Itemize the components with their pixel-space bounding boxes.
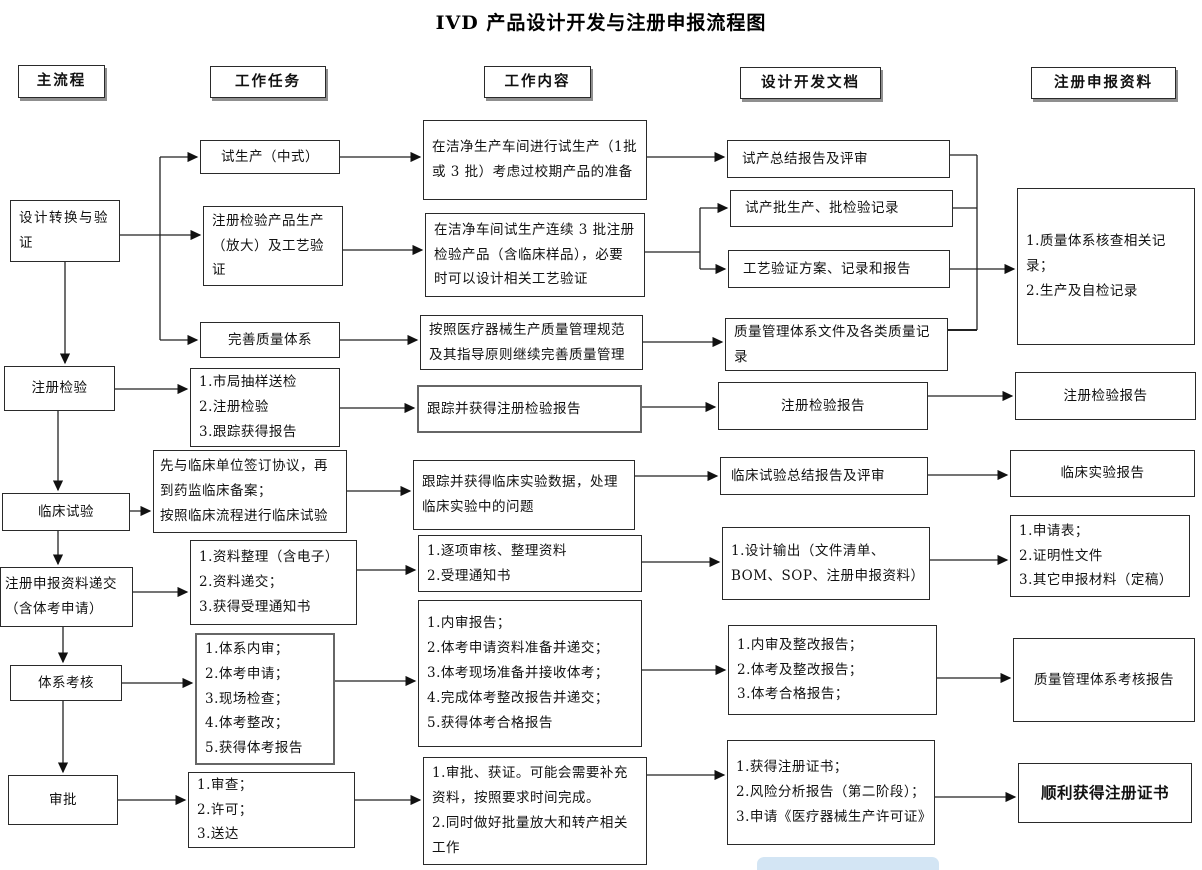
node-registration-inspection: 注册检验: [4, 366, 115, 411]
doc-qms-documents: 质量管理体系文件及各类质量记录: [725, 318, 948, 371]
content-track-inspection: 跟踪并获得注册检验报告: [417, 385, 642, 433]
task-dossier-steps: 1.资料整理（含电子） 2.资料递交； 3.获得受理通知书: [190, 540, 357, 625]
material-qms-records: 1.质量体系核查相关记录； 2.生产及自检记录: [1017, 188, 1195, 345]
node-design-transfer: 设计转换与验证: [10, 200, 120, 262]
doc-pilot-report: 试产总结报告及评审: [727, 140, 950, 178]
doc-process-validation: 工艺验证方案、记录和报告: [728, 250, 950, 288]
content-clinical-data: 跟踪并获得临床实验数据，处理临床实验中的问题: [413, 460, 635, 530]
doc-audit-reports: 1.内审及整改报告； 2.体考及整改报告； 3.体考合格报告；: [728, 625, 937, 715]
header-main-flow: 主流程: [18, 65, 105, 98]
doc-batch-records: 试产批生产、批检验记录: [730, 190, 953, 227]
header-content: 工作内容: [484, 66, 591, 98]
material-qms-assessment-report: 质量管理体系考核报告: [1013, 638, 1195, 722]
material-clinical-report: 临床实验报告: [1010, 450, 1195, 497]
task-inspection-steps: 1.市局抽样送检 2.注册检验 3.跟踪获得报告: [190, 368, 340, 447]
doc-certificates: 1.获得注册证书； 2.风险分析报告（第二阶段）； 3.申请《医疗器械生产许可证…: [727, 740, 935, 845]
header-tasks: 工作任务: [210, 66, 326, 98]
content-registration-production: 在洁净车间试生产连续 3 批注册检验产品（含临床样品），必要时可以设计相关工艺验…: [425, 213, 645, 297]
node-system-assessment: 体系考核: [10, 665, 122, 701]
header-registration-materials: 注册申报资料: [1031, 67, 1176, 99]
content-audit-work: 1.内审报告； 2.体考申请资料准备并递交； 3.体考现场准备并接收体考； 4.…: [418, 600, 642, 747]
doc-clinical-summary: 临床试验总结报告及评审: [720, 457, 928, 495]
node-submission: 注册申报资料递交（含体考申请）: [0, 567, 133, 627]
task-audit-steps: 1.体系内审； 2.体考申请； 3.现场检查； 4.体考整改； 5.获得体考报告: [195, 633, 335, 765]
material-application-docs: 1.申请表； 2.证明性文件 3.其它申报材料（定稿）: [1010, 515, 1190, 597]
task-registration-production: 注册检验产品生产（放大）及工艺验证: [203, 206, 343, 286]
task-approval-steps: 1.审查； 2.许可； 3.送达: [188, 772, 355, 848]
content-review-dossier: 1.逐项审核、整理资料 2.受理通知书: [418, 535, 642, 592]
highlight-artifact: [757, 857, 939, 870]
task-pilot-production: 试生产（中式）: [200, 140, 340, 174]
doc-inspection-report: 注册检验报告: [718, 382, 928, 430]
task-clinical-steps: 先与临床单位签订协议，再到药监临床备案； 按照临床流程进行临床试验: [153, 450, 347, 533]
node-approval: 审批: [8, 775, 118, 825]
material-inspection-report: 注册检验报告: [1015, 372, 1196, 420]
task-improve-quality-system: 完善质量体系: [200, 322, 340, 358]
page-title: IVD 产品设计开发与注册申报流程图: [435, 12, 767, 34]
doc-design-output: 1.设计输出（文件清单、BOM、SOP、注册申报资料）: [722, 527, 930, 600]
header-design-docs: 设计开发文档: [740, 67, 881, 99]
material-final-certificate: 顺利获得注册证书: [1018, 763, 1192, 823]
content-quality-system: 按照医疗器械生产质量管理规范及其指导原则继续完善质量管理: [420, 315, 643, 370]
content-approval-work: 1.审批、获证。可能会需要补充资料，按照要求时间完成。 2.同时做好批量放大和转…: [423, 757, 647, 865]
content-pilot-production: 在洁净生产车间进行试生产（1批或 3 批）考虑过校期产品的准备: [423, 120, 647, 200]
node-clinical-trial: 临床试验: [2, 493, 130, 531]
